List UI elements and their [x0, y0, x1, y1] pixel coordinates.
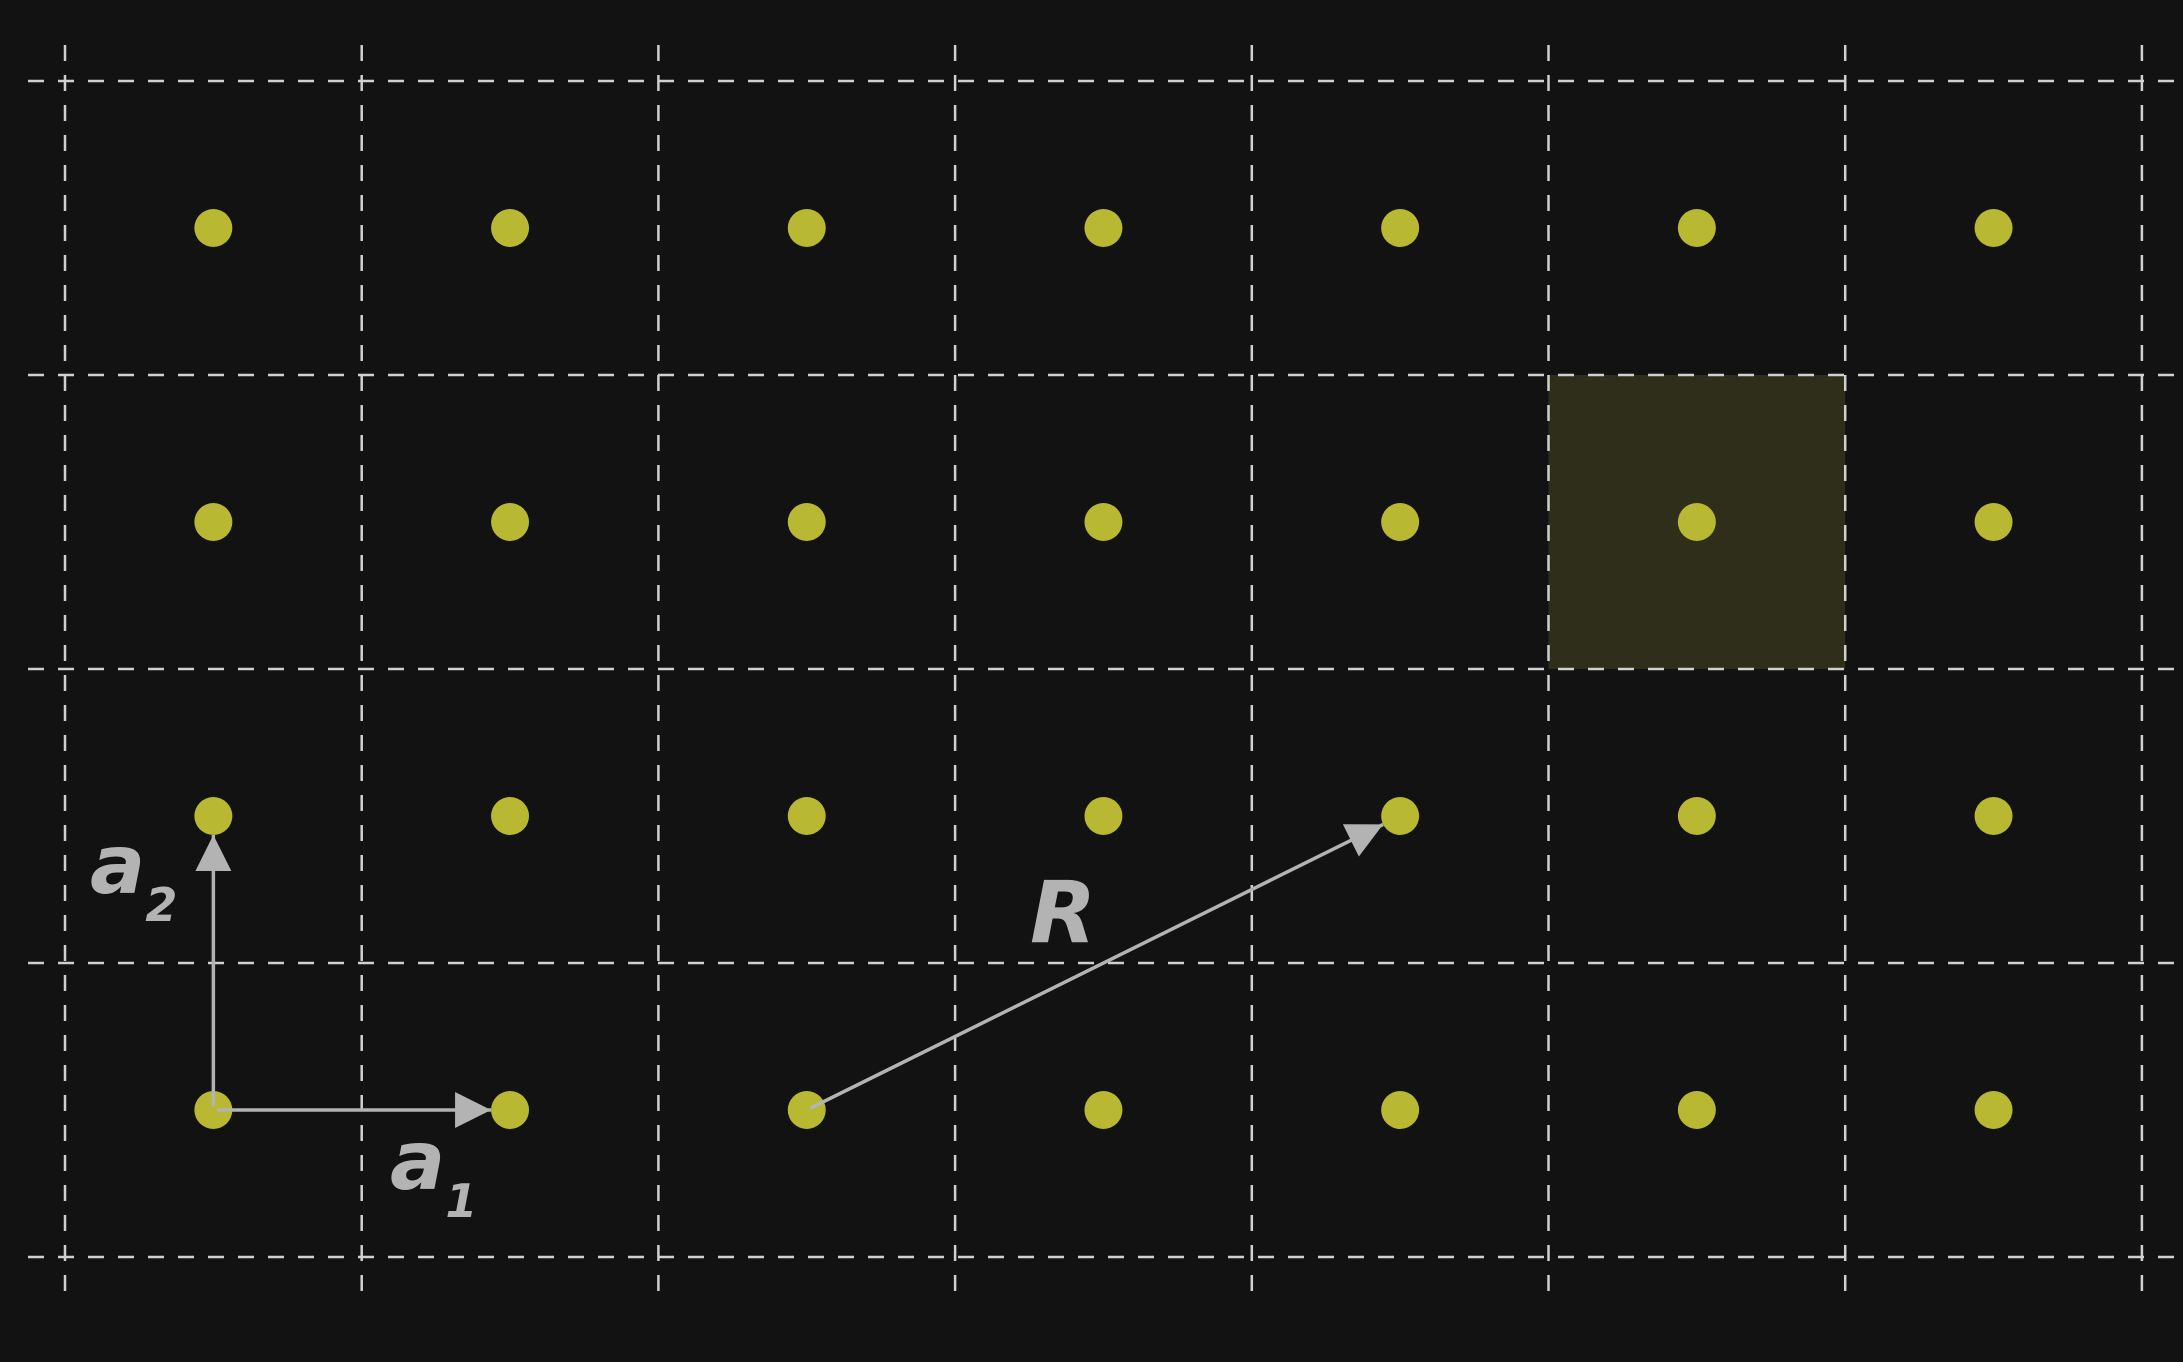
lattice-point — [1381, 1091, 1420, 1129]
lattice-point — [1677, 1091, 1716, 1129]
lattice-point — [787, 1091, 826, 1129]
label-a2-sub: 2 — [145, 878, 177, 932]
label-a1: a1 — [390, 1114, 477, 1228]
label-a2-main: a — [90, 818, 145, 913]
lattice-point — [1974, 1091, 2013, 1129]
lattice-point — [491, 1091, 530, 1129]
label-R: R — [1030, 863, 1096, 963]
lattice-point — [194, 797, 233, 835]
lattice-point — [787, 503, 826, 541]
lattice-point — [491, 503, 530, 541]
lattice-point — [194, 503, 233, 541]
lattice-point — [1677, 797, 1716, 835]
lattice-point — [194, 209, 233, 247]
lattice-point — [1381, 503, 1420, 541]
label-a1-sub: 1 — [445, 1174, 477, 1228]
lattice-point — [1084, 503, 1123, 541]
lattice-points — [194, 209, 2013, 1129]
lattice-point — [194, 1091, 233, 1129]
lattice-point — [1677, 503, 1716, 541]
lattice-point — [1381, 797, 1420, 835]
label-a2: a2 — [90, 818, 177, 932]
lattice-vectors — [195, 822, 1384, 1128]
lattice-point — [1084, 797, 1123, 835]
lattice-point — [1974, 503, 2013, 541]
lattice-point — [1084, 1091, 1123, 1129]
lattice-point — [1677, 209, 1716, 247]
label-R-main: R — [1030, 863, 1096, 963]
lattice-point — [1381, 209, 1420, 247]
lattice-point — [787, 209, 826, 247]
lattice-point — [491, 797, 530, 835]
lattice-point — [1974, 797, 2013, 835]
lattice-point — [1084, 209, 1123, 247]
lattice-point — [491, 209, 530, 247]
vector-R — [809, 822, 1384, 1110]
lattice-point — [787, 797, 826, 835]
lattice-point — [1974, 209, 2013, 247]
label-a1-main: a — [390, 1114, 445, 1209]
